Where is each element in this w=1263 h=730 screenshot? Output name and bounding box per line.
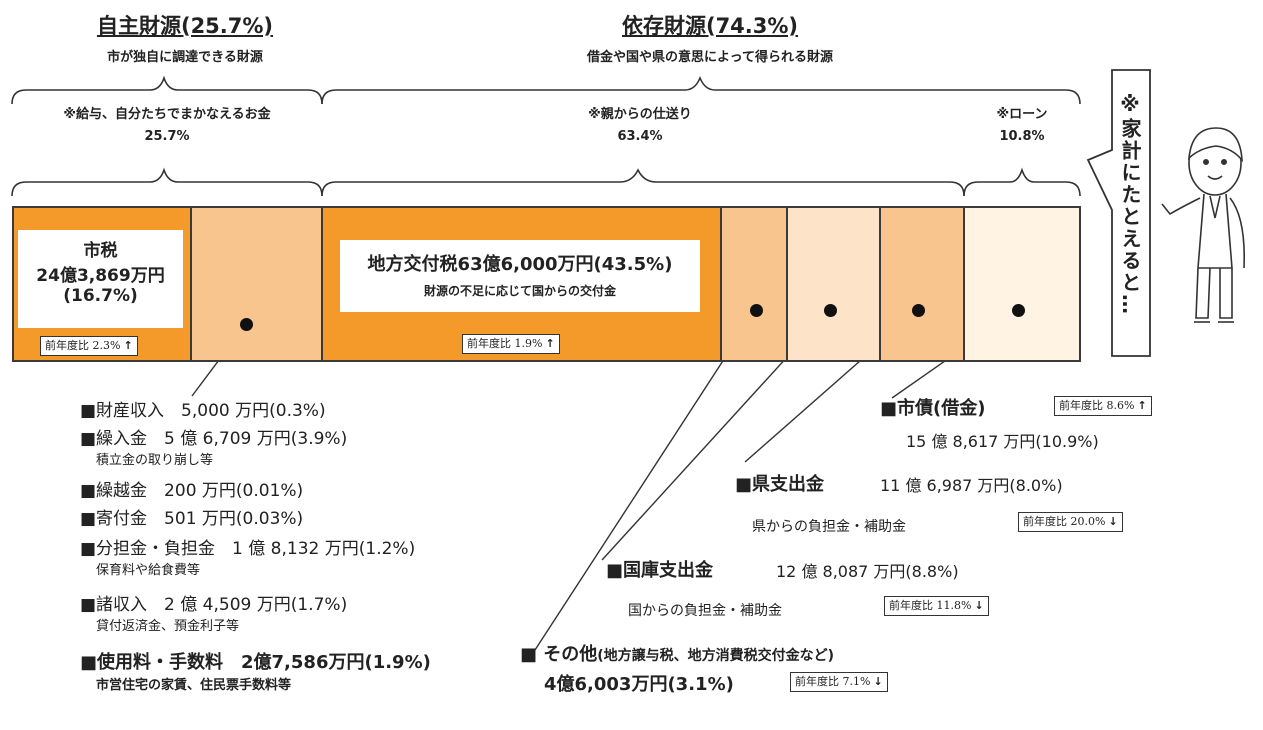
dependent-revenue-title: 依存財源(74.3%)	[621, 14, 799, 38]
list-item: ■寄付金 501 万円(0.03%)	[80, 504, 550, 534]
other-name: ■ その他	[520, 644, 598, 665]
city-tax-amount: 24億3,869万円	[36, 266, 165, 286]
badge-value: 2.3%	[92, 339, 121, 352]
badge-value: 11.8%	[936, 599, 972, 612]
badge-value: 1.9%	[514, 337, 543, 350]
arrow-down-icon: ↓	[873, 675, 883, 688]
city-bond-yoy-badge: 前年度比 8.6%↑	[1054, 396, 1152, 416]
badge-label: 前年度比	[45, 339, 89, 352]
list-item: ■財産収入 5,000 万円(0.3%)	[80, 396, 550, 424]
own-revenue-header: 自主財源(25.7%) 市が独自に調達できる財源	[50, 10, 320, 65]
household-analogy-text: ※家計にたとえると…	[1118, 92, 1142, 316]
allowance-pct: 63.4%	[617, 129, 663, 144]
other-name-row: ■ その他(地方譲与税、地方消費税交付金など)	[520, 640, 834, 666]
item-label: ■財産収入 5,000 万円(0.3%)	[80, 401, 326, 421]
city-tax-name: 市税	[83, 241, 118, 261]
badge-label: 前年度比	[467, 337, 511, 350]
city-tax-pct: (16.7%)	[63, 286, 138, 306]
item-label: ■繰越金 200 万円(0.01%)	[80, 481, 304, 501]
other-amount: 4億6,003万円(3.1%)	[544, 674, 734, 695]
item-label: ■分担金・負担金 1 億 8,132 万円(1.2%)	[80, 539, 416, 559]
salary-label: ※給与、自分たちでまかなえるお金	[63, 107, 271, 122]
segment-city-bond	[963, 206, 1081, 362]
segment-national-disbursement	[786, 206, 881, 362]
item-note: 市営住宅の家賃、住民票手数料等	[96, 678, 292, 693]
brace-loan	[963, 167, 1081, 197]
brace-allowance	[321, 168, 965, 197]
dependent-revenue-header: 依存財源(74.3%) 借金や国や県の意思によって得られる財源	[480, 10, 940, 65]
pref-disbursement-yoy-badge: 前年度比 20.0%↓	[1018, 512, 1123, 532]
salary-pct: 25.7%	[144, 129, 190, 144]
local-allocation-yoy-badge: 前年度比 1.9%↑	[462, 334, 560, 354]
dot-own-items	[240, 318, 253, 331]
item-label: ■繰入金 5 億 6,709 万円(3.9%)	[80, 429, 348, 449]
item-label: ■諸収入 2 億 4,509 万円(1.7%)	[80, 595, 348, 615]
national-disbursement-desc: 国からの負担金・補助金	[628, 603, 782, 619]
loan-pct: 10.8%	[999, 129, 1045, 144]
badge-label: 前年度比	[795, 675, 839, 688]
own-revenue-subtitle: 市が独自に調達できる財源	[107, 50, 263, 65]
loan-brace-label: ※ローン 10.8%	[964, 104, 1080, 148]
item-label: ■寄付金 501 万円(0.03%)	[80, 509, 304, 529]
brace-dependent-top	[321, 75, 1081, 105]
segment-other	[720, 206, 788, 362]
local-allocation-tax-box: 地方交付税63億6,000万円(43.5%) 財源の不足に応じて国からの交付金	[340, 240, 700, 312]
badge-value: 8.6%	[1106, 399, 1135, 412]
other-yoy-badge: 前年度比 7.1%↓	[790, 672, 888, 692]
allowance-label: ※親からの仕送り	[588, 107, 692, 122]
pref-disbursement-amount: 11 億 6,987 万円(8.0%)	[880, 476, 1063, 495]
dot-other	[750, 304, 763, 317]
pref-disbursement-desc: 県からの負担金・補助金	[752, 519, 906, 535]
dot-national	[824, 304, 837, 317]
badge-value: 20.0%	[1070, 515, 1106, 528]
woman-illustration	[1161, 127, 1246, 323]
badge-label: 前年度比	[1059, 399, 1103, 412]
leader-other	[534, 309, 757, 651]
badge-label: 前年度比	[1023, 515, 1067, 528]
dot-prefecture	[912, 304, 925, 317]
list-item: ■使用料・手数料 2億7,586万円(1.9%) 市営住宅の家賃、住民票手数料等	[80, 648, 550, 693]
list-item: ■諸収入 2 億 4,509 万円(1.7%) 貸付返済金、預金利子等	[80, 590, 550, 648]
list-item: ■繰入金 5 億 6,709 万円(3.9%) 積立金の取り崩し等	[80, 424, 550, 476]
own-revenue-title: 自主財源(25.7%)	[96, 14, 274, 38]
item-note: 積立金の取り崩し等	[96, 453, 214, 468]
brace-salary	[11, 167, 323, 197]
dependent-revenue-subtitle: 借金や国や県の意思によって得られる財源	[587, 50, 833, 65]
city-bond-name: ■市債(借金)	[880, 398, 986, 419]
other-name-detail: (地方譲与税、地方消費税交付金など)	[597, 648, 835, 664]
national-disbursement-yoy-badge: 前年度比 11.8%↓	[884, 596, 989, 616]
segment-other-own-revenue	[190, 206, 323, 362]
item-note: 貸付返済金、預金利子等	[96, 619, 240, 634]
dot-city-bond	[1012, 304, 1025, 317]
badge-value: 7.1%	[842, 675, 871, 688]
city-tax-yoy-badge: 前年度比 2.3%↑	[40, 336, 138, 356]
arrow-up-icon: ↑	[1137, 399, 1147, 412]
item-label: ■使用料・手数料 2億7,586万円(1.9%)	[80, 652, 431, 673]
city-tax-box: 市税 24億3,869万円 (16.7%)	[18, 230, 183, 328]
loan-label: ※ローン	[996, 107, 1048, 122]
brace-own-top	[11, 75, 323, 105]
local-allocation-tax-desc: 財源の不足に応じて国からの交付金	[423, 284, 616, 298]
arrow-down-icon: ↓	[1108, 515, 1118, 528]
allowance-brace-label: ※親からの仕送り 63.4%	[520, 104, 760, 148]
badge-label: 前年度比	[889, 599, 933, 612]
arrow-up-icon: ↑	[123, 339, 133, 352]
segment-prefecture-disbursement	[879, 206, 965, 362]
salary-brace-label: ※給与、自分たちでまかなえるお金 25.7%	[12, 104, 322, 148]
arrow-down-icon: ↓	[974, 599, 984, 612]
local-allocation-tax-title: 地方交付税63億6,000万円(43.5%)	[367, 254, 673, 275]
list-item: ■分担金・負担金 1 億 8,132 万円(1.2%) 保育料や給食費等	[80, 534, 550, 590]
city-bond-amount: 15 億 8,617 万円(10.9%)	[906, 432, 1099, 451]
arrow-up-icon: ↑	[545, 337, 555, 350]
item-note: 保育料や給食費等	[96, 563, 201, 578]
list-item: ■繰越金 200 万円(0.01%)	[80, 476, 550, 504]
pref-disbursement-name: ■県支出金	[735, 474, 825, 495]
national-disbursement-name: ■国庫支出金	[606, 560, 714, 581]
own-revenue-list: ■財産収入 5,000 万円(0.3%) ■繰入金 5 億 6,709 万円(3…	[80, 396, 550, 693]
national-disbursement-amount: 12 億 8,087 万円(8.8%)	[776, 562, 959, 581]
